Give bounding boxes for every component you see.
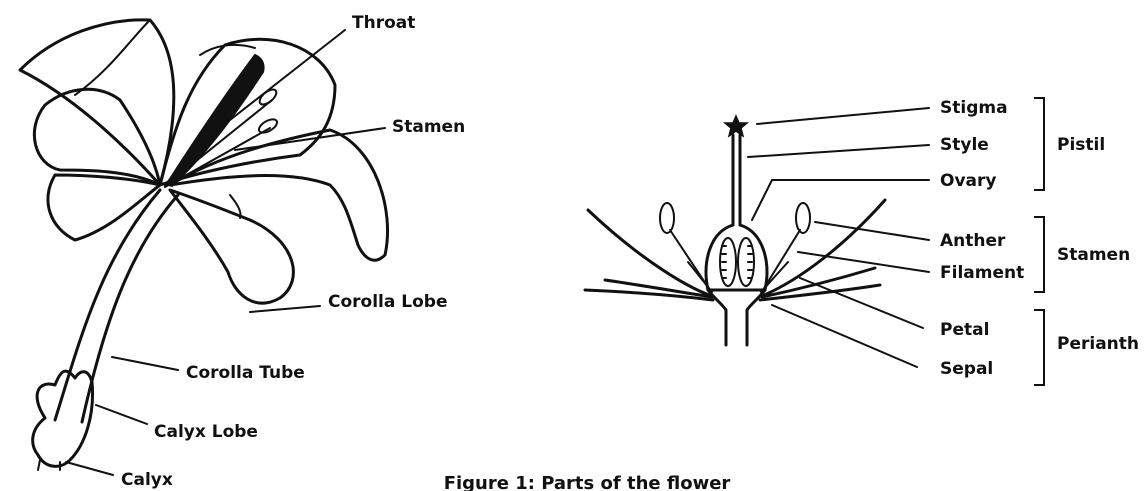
label-anther: Anther [940,231,1006,251]
ovary-leader [752,180,929,220]
corolla-lobe-leader [250,306,320,312]
tubular-flower-drawing [20,20,388,470]
pistil-bracket [1034,98,1044,190]
label-petal: Petal [940,320,989,340]
sepal-leader [772,305,917,367]
label-calyx-lobe: Calyx Lobe [154,422,258,442]
label-corolla-tube: Corolla Tube [186,363,305,383]
label-style: Style [940,135,989,155]
label-stamen-left: Stamen [392,117,465,137]
perianth-bracket [1034,310,1044,385]
group-perianth: Perianth [1057,334,1139,354]
left-anther-1 [660,203,674,233]
label-filament: Filament [940,263,1024,283]
label-ovary: Ovary [940,171,996,191]
label-sepal: Sepal [940,359,993,379]
right-leaders [748,108,929,367]
stamen-anther-2 [257,117,279,136]
style-stalk [733,135,740,225]
label-throat: Throat [352,13,415,33]
lower-left-petal [48,175,160,240]
calyx-lobe-leader [96,405,147,424]
corolla-tube-leader [112,357,178,370]
anther-leader [815,222,929,240]
stamen-filament-1 [165,72,262,185]
stigma-leader [757,108,929,124]
stigma-star [725,116,747,136]
throat-dark-mark [168,55,264,186]
figure-caption: Figure 1: Parts of the flower [444,473,731,491]
right-anther-1 [796,203,810,233]
label-corolla-lobe: Corolla Lobe [328,292,447,312]
label-stigma: Stigma [940,98,1008,118]
upper-right-petal-fold [200,45,255,55]
label-calyx: Calyx [121,470,173,490]
stamen-bracket [1034,217,1044,292]
group-stamen: Stamen [1057,245,1130,265]
lower-right-petal [170,190,293,303]
left-petal-long [588,210,712,296]
calyx-leader [66,462,113,475]
petal-leader [800,278,923,328]
receptacle [708,290,765,345]
right-filament-1 [763,230,800,290]
corolla-tube [55,190,178,422]
group-pistil: Pistil [1057,135,1105,155]
left-petal [34,89,160,185]
upper-left-petal-fold [75,20,150,95]
style-leader [748,145,929,157]
right-filament-2 [761,262,788,292]
